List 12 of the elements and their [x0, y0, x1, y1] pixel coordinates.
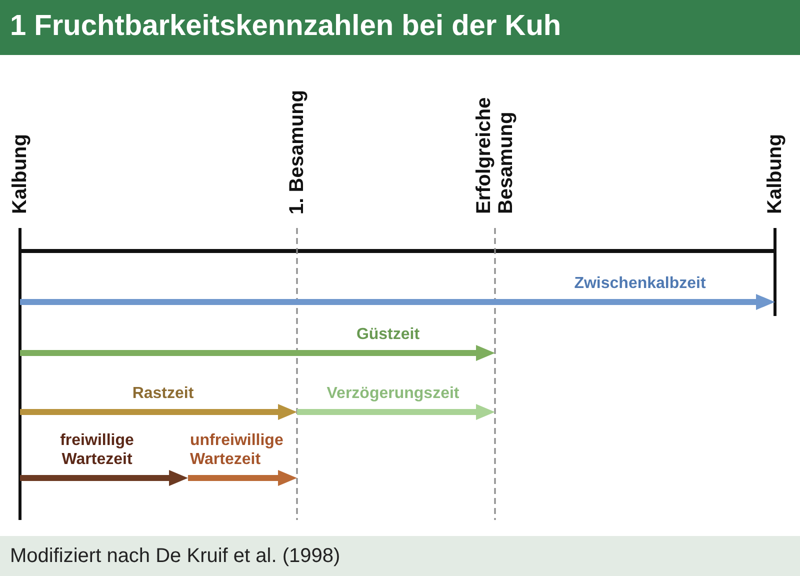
duration-label: Verzögerungszeit: [326, 384, 460, 403]
duration-label: Rastzeit: [132, 384, 194, 403]
duration-label: unfreiwillige Wartezeit: [190, 431, 284, 469]
milestone-label: 1. Besamung: [286, 90, 308, 214]
diagram-title: 1 Fruchtbarkeitskennzahlen bei der Kuh: [10, 9, 562, 43]
milestone-label: Kalbung: [764, 134, 786, 214]
duration-label: Güstzeit: [356, 325, 420, 344]
source-caption: Modifiziert nach De Kruif et al. (1998): [10, 544, 340, 568]
duration-label: freiwillige Wartezeit: [59, 431, 135, 469]
milestone-label: Kalbung: [9, 134, 31, 214]
duration-label: Zwischenkalbzeit: [574, 274, 706, 293]
milestone-label: Erfolgreiche Besamung: [473, 96, 517, 214]
